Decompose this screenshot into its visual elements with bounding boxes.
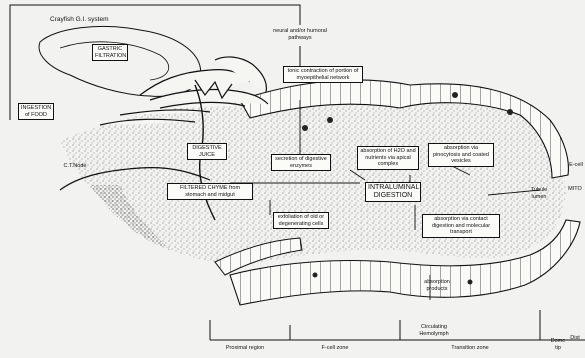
region-bracket	[210, 310, 585, 340]
neural-pathways-label: neural and/or humoral pathways	[272, 28, 328, 41]
digestive-juice-label: DIGESTIVE JUICE	[187, 143, 227, 160]
intraluminal-digestion-label: INTRALUMINAL DIGESTION	[365, 182, 421, 202]
c-label: C.T.Node	[60, 163, 90, 170]
ingestion-label: INGESTION of FOOD	[18, 103, 54, 120]
diagram-title: Crayfish G.I. system	[50, 17, 109, 24]
e-cell-label: E-cell	[568, 162, 584, 169]
tonic-contraction-label: tonic contraction of portion of myoepith…	[283, 66, 363, 83]
absorption-h2o-label: absorption of H2O and nutrients via apic…	[357, 146, 419, 170]
proximal-region-label: Proximal region	[215, 345, 275, 352]
transition-zone-label: Transition zone	[440, 345, 500, 352]
tissue-body	[60, 91, 566, 264]
absorption-contact-label: absorption via contact digestion and mol…	[422, 214, 500, 238]
mito-label: MITO	[566, 186, 584, 193]
circulating-hemolymph-label: Circulating Hemolymph	[414, 324, 454, 337]
absorption-pinocytosis-label: absorption via pinocytosis and coated ve…	[428, 143, 494, 167]
exfoliation-label: exfoliation of old or degenerating cells	[273, 212, 329, 229]
filtered-chyme-label: FILTERED CHYME from stomach and midgut	[167, 183, 253, 200]
gastric-filtration-label: GASTRIC FILTRATION	[92, 44, 128, 61]
absorption-products-label: absorption products	[420, 279, 454, 292]
secretion-label: secretion of digestive enzymes	[271, 154, 331, 171]
distal-label: Dist	[566, 335, 584, 342]
f-cell-zone-label: F-cell zone	[310, 345, 360, 352]
tip-label: tip	[546, 345, 570, 352]
tubule-lumen-label: Tubule lumen	[526, 187, 552, 200]
